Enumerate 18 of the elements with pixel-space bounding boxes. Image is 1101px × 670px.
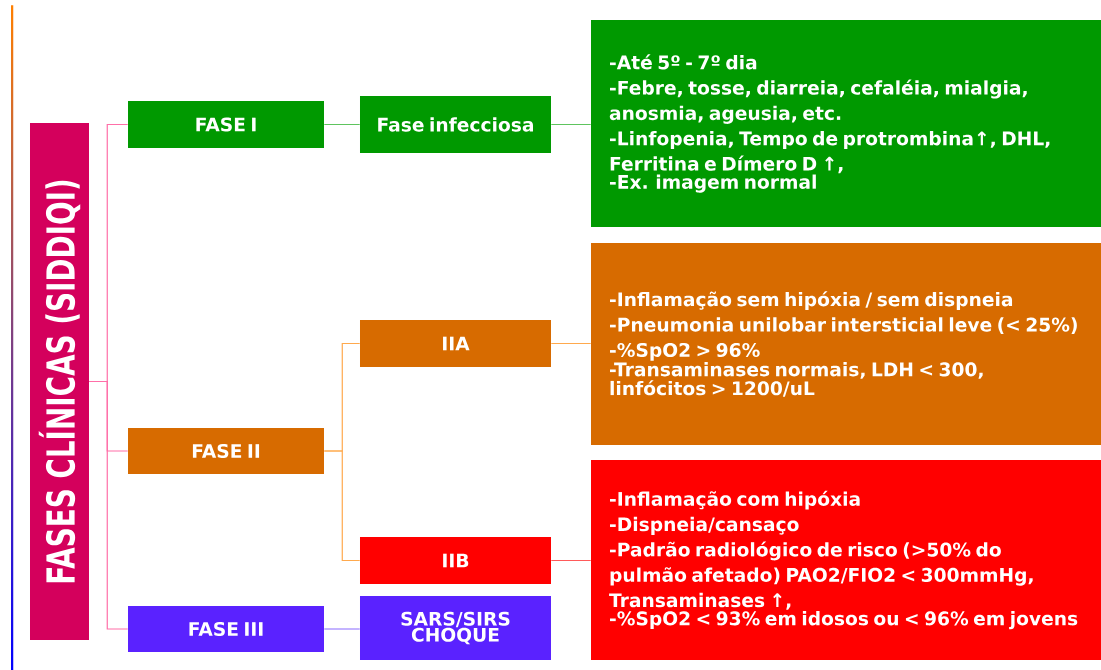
subphase-box: IIB — [360, 537, 551, 584]
phase-box: FASE II — [128, 428, 324, 474]
vertical-title-box: FASES CLÍNICAS (SIDDIQI) — [30, 123, 89, 640]
description-box: -Até 5º - 7º dia -Febre, tosse, diarreia, cefaléia, mialgia, anosmia, ageusia, etc. -Linfopenia, Tempo de protrombina↑, DHL, Ferritina e Dímero D ↑, -Ex. imagem normal — [591, 20, 1101, 227]
subphase-box: Fase infecciosa — [360, 96, 551, 153]
subphase-box: IIA — [360, 320, 551, 367]
phase-box: FASE III — [128, 606, 324, 652]
connector-line — [550, 123, 592, 126]
phase-box: FASE I — [128, 101, 324, 148]
connector-line — [323, 450, 361, 562]
subphase-box: SARS/SIRS CHOQUE — [360, 596, 551, 660]
connector-line — [550, 559, 592, 562]
connector-line — [323, 628, 361, 630]
description-box: -Inflamação sem hipóxia / sem dispneia -Pneumonia unilobar intersticial leve (< 25%) -%SpO2 > 96% -Transaminases normais, LDH < 300, linfócitos > 1200/uL — [591, 243, 1101, 445]
description-box: -Inflamação com hipóxia -Dispneia/cansaço -Padrão radiológico de risco (>50% do pulmão afetado) PAO2/FIO2 < 300mmHg, Transaminases ↑, -%SpO2 < 93% em idosos ou < 96% em jovens — [591, 460, 1101, 660]
connector-line — [323, 123, 361, 126]
connector-line — [88, 380, 129, 630]
connector-line — [550, 342, 592, 345]
